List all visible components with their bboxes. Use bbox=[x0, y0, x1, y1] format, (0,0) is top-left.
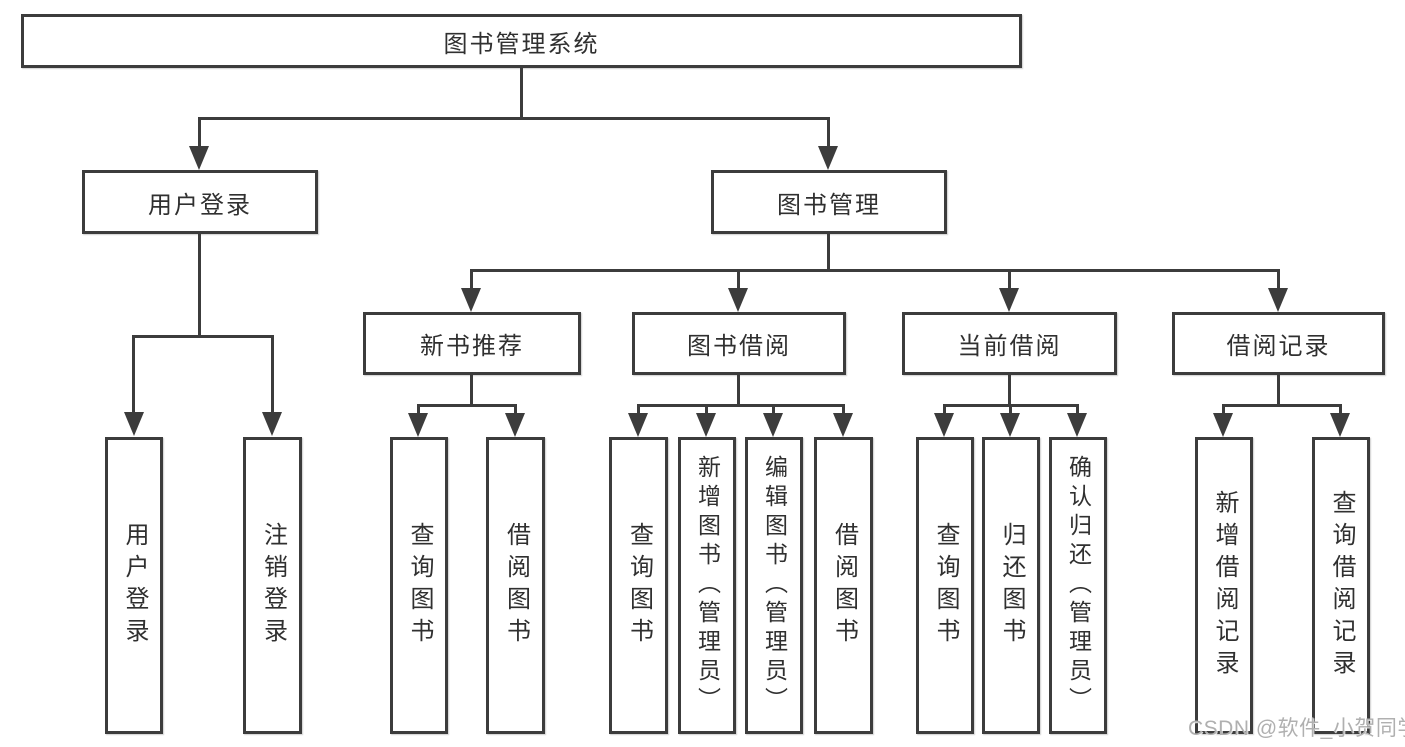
node-library-management-system: 图书管理系统 bbox=[21, 14, 1022, 68]
connector-root-stem bbox=[520, 68, 523, 120]
arrow-down-icon bbox=[461, 288, 481, 312]
arrow-down-icon bbox=[262, 412, 282, 436]
arrow-down-icon bbox=[408, 413, 428, 437]
connector-drop-leaf bbox=[514, 404, 517, 415]
leaf-user-login: 用户登录 bbox=[105, 437, 163, 734]
leaf-query-books-1: 查询图书 bbox=[390, 437, 448, 734]
leaf-borrow-books-1: 借阅图书 bbox=[486, 437, 545, 734]
node-label: 查询借阅记录 bbox=[1328, 489, 1355, 682]
connector-drop-book-management bbox=[827, 117, 830, 148]
leaf-confirm-return-admin: 确认归还（管理员） bbox=[1049, 437, 1107, 734]
arrow-down-icon bbox=[696, 413, 716, 437]
node-label: 用户登录 bbox=[148, 191, 252, 219]
leaf-query-books-2: 查询图书 bbox=[609, 437, 668, 734]
connector-drop-new-book bbox=[470, 269, 473, 290]
connector-drop-leaf bbox=[842, 404, 845, 415]
connector-drop-book-borrowing bbox=[737, 269, 740, 290]
csdn-watermark: CSDN @软件_小贺同学 bbox=[1188, 717, 1405, 740]
leaf-return-books: 归还图书 bbox=[982, 437, 1040, 734]
node-label: 确认归还（管理员） bbox=[1065, 455, 1092, 716]
node-borrowing-records: 借阅记录 bbox=[1172, 312, 1385, 375]
node-label: 图书管理 bbox=[777, 191, 881, 219]
leaf-query-borrow-record: 查询借阅记录 bbox=[1312, 437, 1370, 734]
node-current-borrowing: 当前借阅 bbox=[902, 312, 1117, 375]
connector-drop-leaf bbox=[772, 404, 775, 415]
connector-book-management-stem bbox=[827, 234, 830, 272]
leaf-add-borrow-record: 新增借阅记录 bbox=[1195, 437, 1253, 734]
connector-drop-leaf bbox=[1339, 404, 1342, 415]
connector-user-login-bus bbox=[132, 335, 274, 338]
node-label: 查询图书 bbox=[932, 521, 959, 650]
arrow-down-icon bbox=[1067, 413, 1087, 437]
arrow-down-icon bbox=[833, 413, 853, 437]
connector-borrowing-records-bus bbox=[1222, 404, 1342, 407]
connector-book-borrowing-stem bbox=[737, 375, 740, 407]
arrow-down-icon bbox=[934, 413, 954, 437]
arrow-down-icon bbox=[505, 413, 525, 437]
connector-drop-login-leaf bbox=[132, 335, 135, 414]
arrow-down-icon bbox=[1000, 413, 1020, 437]
leaf-borrow-books-2: 借阅图书 bbox=[814, 437, 873, 734]
connector-new-book-stem bbox=[470, 375, 473, 407]
connector-drop-leaf bbox=[943, 404, 946, 415]
arrow-down-icon bbox=[1268, 288, 1288, 312]
leaf-logout: 注销登录 bbox=[243, 437, 302, 734]
leaf-edit-books-admin: 编辑图书（管理员） bbox=[745, 437, 803, 734]
connector-level2-bus bbox=[470, 269, 1280, 272]
arrow-down-icon bbox=[1213, 413, 1233, 437]
connector-book-borrowing-bus bbox=[637, 404, 844, 407]
node-label: 借阅图书 bbox=[830, 521, 858, 650]
arrow-down-icon bbox=[999, 288, 1019, 312]
node-book-borrowing: 图书借阅 bbox=[632, 312, 846, 375]
connector-drop-user-login bbox=[198, 117, 201, 148]
node-label: 图书借阅 bbox=[687, 333, 791, 360]
node-label: 查询图书 bbox=[625, 521, 653, 650]
connector-drop-logout-leaf bbox=[271, 335, 274, 414]
node-new-book-recommendation: 新书推荐 bbox=[363, 312, 581, 375]
connector-drop-current-borrowing bbox=[1008, 269, 1011, 290]
node-label: 新书推荐 bbox=[420, 333, 524, 360]
connector-drop-leaf bbox=[1222, 404, 1225, 415]
node-label: 注销登录 bbox=[259, 521, 287, 650]
connector-drop-borrowing-records bbox=[1277, 269, 1280, 290]
node-label: 借阅图书 bbox=[502, 521, 530, 650]
node-label: 新增借阅记录 bbox=[1211, 489, 1238, 682]
connector-drop-leaf bbox=[417, 404, 420, 415]
connector-drop-leaf bbox=[1009, 404, 1012, 415]
node-user-login: 用户登录 bbox=[82, 170, 318, 234]
connector-current-borrowing-stem bbox=[1008, 375, 1011, 407]
connector-drop-leaf bbox=[705, 404, 708, 415]
arrow-down-icon bbox=[189, 146, 209, 170]
arrow-down-icon bbox=[1330, 413, 1350, 437]
node-label: 图书管理系统 bbox=[443, 30, 600, 58]
arrow-down-icon bbox=[818, 146, 838, 170]
node-label: 用户登录 bbox=[121, 521, 148, 650]
node-label: 归还图书 bbox=[998, 521, 1025, 650]
node-book-management: 图书管理 bbox=[711, 170, 947, 234]
connector-drop-leaf bbox=[1076, 404, 1079, 415]
leaf-add-books-admin: 新增图书（管理员） bbox=[678, 437, 736, 734]
arrow-down-icon bbox=[628, 413, 648, 437]
node-label: 新增图书（管理员） bbox=[694, 455, 721, 716]
node-label: 借阅记录 bbox=[1226, 333, 1331, 360]
arrow-down-icon bbox=[124, 412, 144, 436]
connector-new-book-bus bbox=[417, 404, 516, 407]
arrow-down-icon bbox=[763, 413, 783, 437]
connector-borrowing-records-stem bbox=[1277, 375, 1280, 407]
node-label: 当前借阅 bbox=[957, 333, 1062, 360]
connector-drop-leaf bbox=[637, 404, 640, 415]
node-label: 查询图书 bbox=[406, 521, 433, 650]
arrow-down-icon bbox=[728, 288, 748, 312]
connector-level1-bus bbox=[198, 117, 830, 120]
node-label: 编辑图书（管理员） bbox=[761, 455, 788, 716]
connector-user-login-stem bbox=[198, 234, 201, 338]
leaf-query-books-3: 查询图书 bbox=[916, 437, 974, 734]
